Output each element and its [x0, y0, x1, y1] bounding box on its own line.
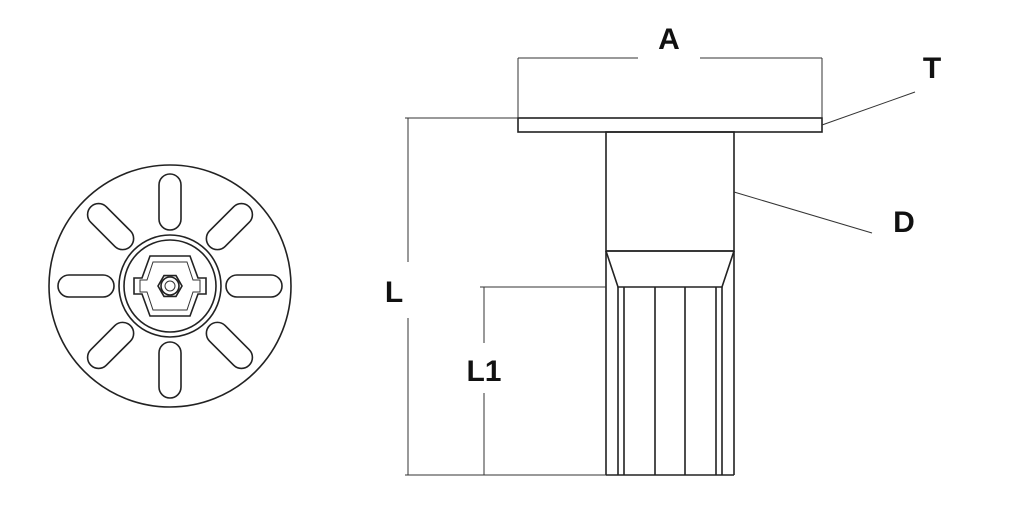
cross-drive-inner [139, 261, 201, 311]
top-view [48, 164, 292, 408]
dimension-d-label: D [893, 206, 915, 239]
dimension-l-label: L [385, 276, 403, 309]
dimension-l1: L1 [466, 286, 606, 475]
slot [86, 202, 135, 251]
shank-upper [605, 131, 735, 252]
slot [205, 321, 254, 370]
hub-inner-circle [123, 239, 217, 333]
center-hole-inner [164, 280, 176, 292]
slot [86, 321, 135, 370]
slot [57, 274, 115, 298]
dimension-l: L [385, 117, 606, 476]
slot [205, 202, 254, 251]
slot [225, 274, 283, 298]
dimension-d: D [733, 191, 915, 239]
center-hole-icon [160, 276, 180, 296]
cross-drive-recess [133, 255, 207, 317]
slot [158, 173, 182, 231]
flange-head [517, 117, 823, 133]
dimension-l1-label: L1 [466, 355, 501, 388]
dimension-t: T [821, 52, 941, 126]
shank-taper [605, 250, 735, 288]
slot [158, 341, 182, 399]
radial-slots [57, 173, 283, 399]
dimension-a-label: A [658, 23, 680, 56]
hex-nut [157, 274, 183, 298]
side-view [517, 117, 823, 476]
dimension-t-label: T [923, 52, 941, 85]
flange-outer-circle [48, 164, 292, 408]
hub-outer-circle [118, 234, 222, 338]
dimension-a: A [517, 23, 823, 118]
